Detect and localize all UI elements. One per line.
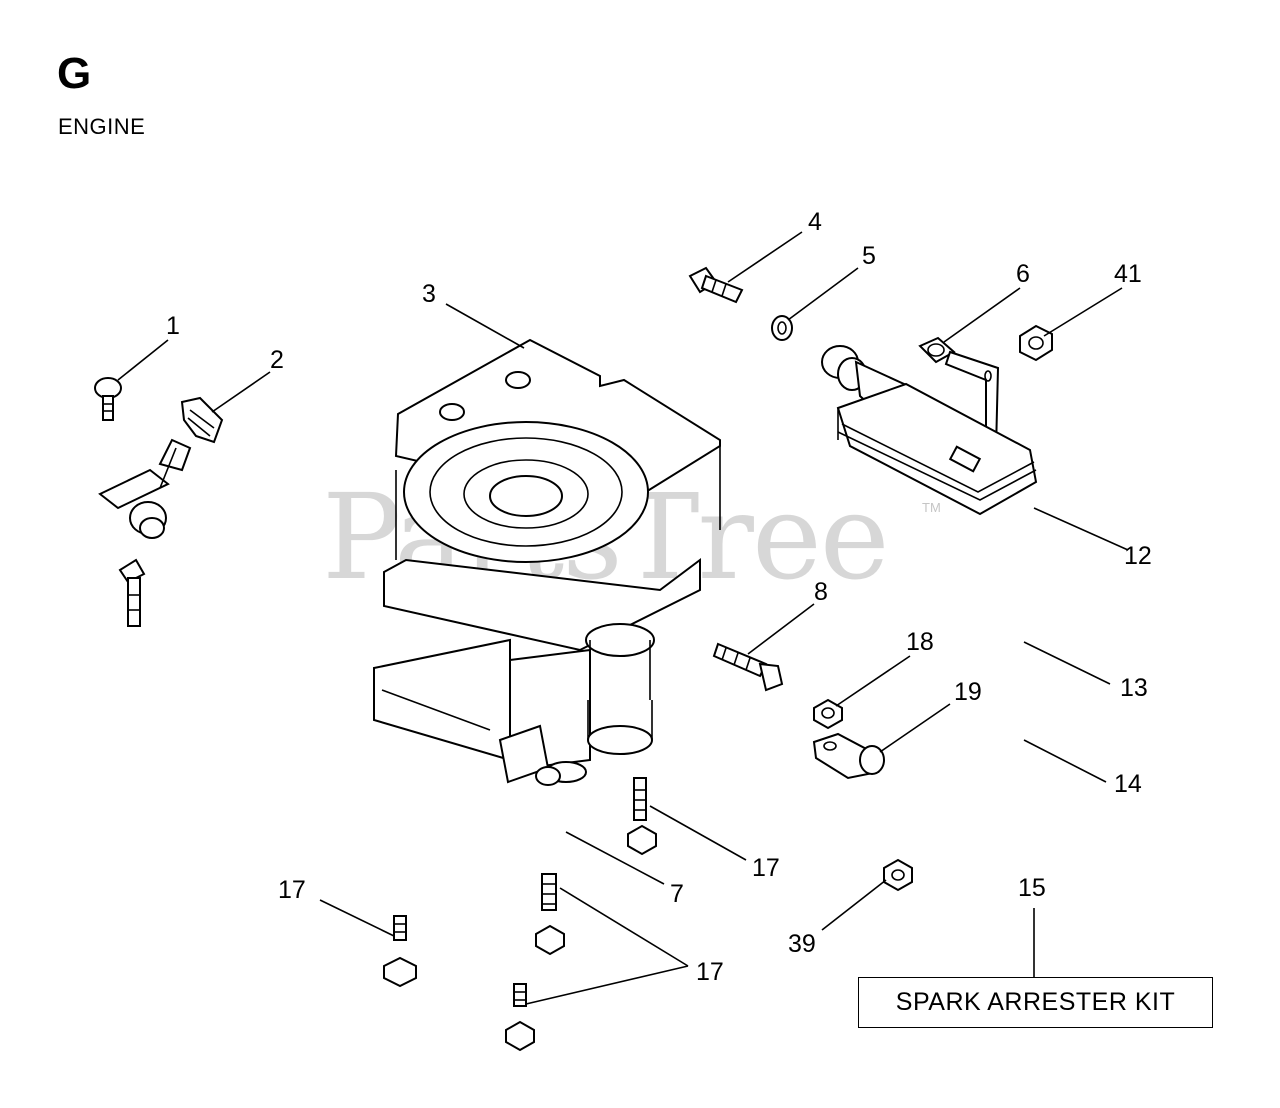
part-19-clamp-drawing <box>812 732 885 780</box>
callout-18: 18 <box>906 628 934 656</box>
callout-1: 1 <box>166 312 180 340</box>
leader-lines <box>117 231 1129 1005</box>
part-3-engine-drawing <box>373 338 721 786</box>
part-8-bolt-drawing <box>712 642 784 692</box>
watermark-trademark: TM <box>922 500 941 515</box>
part-4-bolt-drawing <box>688 266 744 304</box>
part-41-nut-drawing <box>1019 324 1053 362</box>
part-12-muffler-drawing <box>821 345 1038 516</box>
spark-arrester-kit-label: SPARK ARRESTER KIT <box>858 977 1213 1028</box>
callout-39: 39 <box>788 930 816 958</box>
section-letter: G <box>57 49 92 98</box>
callout-19: 19 <box>954 678 982 706</box>
part-17-stud-nut-drawing <box>383 777 657 1052</box>
callout-14: 14 <box>1114 770 1142 798</box>
callout-5: 5 <box>862 242 876 270</box>
callout-2: 2 <box>270 346 284 374</box>
callout-41: 41 <box>1114 260 1142 288</box>
callout-7: 7 <box>670 880 684 908</box>
part-1-bolt-drawing <box>94 377 122 421</box>
part-5-washer-drawing <box>771 315 793 341</box>
callout-17-b: 17 <box>278 876 306 904</box>
part-2-throttle-control-drawing <box>98 396 224 627</box>
part-39-nut-drawing <box>883 858 913 892</box>
callout-4: 4 <box>808 208 822 236</box>
callout-labels: 1 2 3 4 5 6 41 12 8 18 13 19 14 17 7 17 … <box>166 208 1152 986</box>
callout-17-c: 17 <box>696 958 724 986</box>
callout-6: 6 <box>1016 260 1030 288</box>
callout-3: 3 <box>422 280 436 308</box>
callout-13: 13 <box>1120 674 1148 702</box>
callout-8: 8 <box>814 578 828 606</box>
callout-17-a: 17 <box>752 854 780 882</box>
spark-arrester-kit-text: SPARK ARRESTER KIT <box>895 988 1176 1016</box>
callout-15: 15 <box>1018 874 1046 902</box>
part-18-nut-drawing <box>813 698 843 730</box>
callout-12: 12 <box>1124 542 1152 570</box>
section-title: ENGINE <box>58 114 146 139</box>
